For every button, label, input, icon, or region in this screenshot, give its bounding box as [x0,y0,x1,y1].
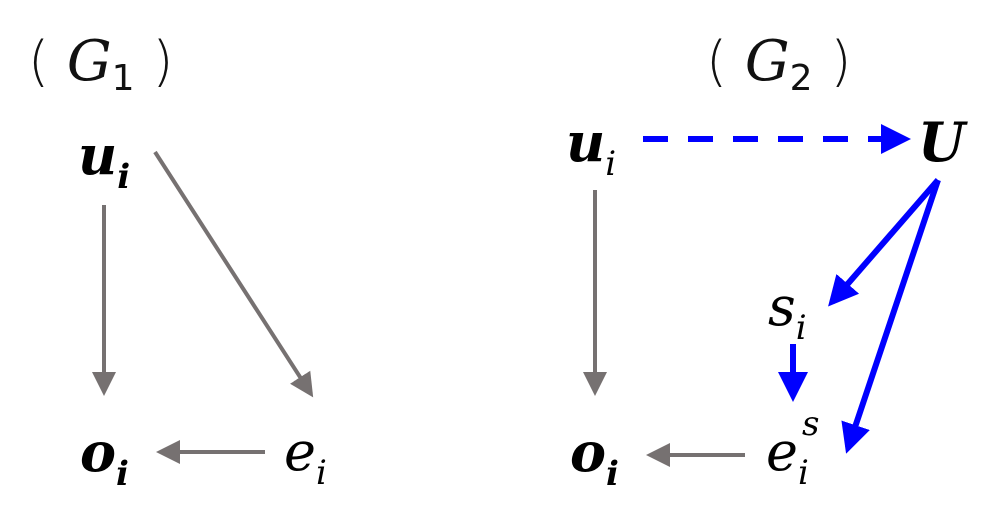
edge-g1-u-to-e [153,150,314,398]
graph1-node-o-sub: i [116,454,129,494]
graph1-title: ( G1 ) [28,34,173,97]
graph2-node-s: si [768,280,807,346]
graph1-node-o-base: o [80,420,117,484]
graph2-node-U: U [918,115,965,169]
graph2-node-e-base: e [766,420,798,483]
graph1-edges [92,150,314,464]
graph1-title-subscript: 1 [111,58,135,99]
graph2-node-o: oi [570,425,619,491]
graph2-title: ( G2 ) [706,34,851,97]
graph2-node-U-base: U [918,110,966,174]
graph2-node-u: ui [566,115,616,181]
graph1-node-u: ui [78,128,130,194]
edge-g2-U-to-s [828,178,941,307]
graph2-title-symbol: G [744,29,790,94]
graph2-node-u-sub: i [605,144,617,184]
graph2-node-o-sub: i [606,454,619,494]
graph2-node-e: ei s [766,407,819,490]
graph1-title-symbol: G [66,29,112,94]
graph2-node-s-sub: i [795,308,807,348]
graph1-node-e-sub: i [315,453,327,493]
graph1-node-e-base: e [284,420,316,483]
graph1-node-u-sub: i [117,157,131,197]
graph1-title-close-paren: ) [152,30,174,93]
graph2-title-close-paren: ) [830,30,852,93]
graph2-node-o-base: o [570,420,607,484]
graph2-title-open-paren: ( [706,30,728,93]
graph1-title-open-paren: ( [28,30,50,93]
graph1-node-e: ei [284,425,327,491]
graph2-node-e-sub: i [797,453,809,493]
graph2-node-u-base: u [566,110,606,174]
graph2-title-subscript: 2 [789,58,813,99]
graph2-edges [583,124,941,467]
graph2-node-s-base: s [768,275,796,338]
graph1-node-o: oi [80,425,129,491]
graph1-node-u-base: u [78,123,118,187]
edge-g2-U-to-e [841,179,941,454]
graph2-node-e-sup: s [802,404,820,444]
